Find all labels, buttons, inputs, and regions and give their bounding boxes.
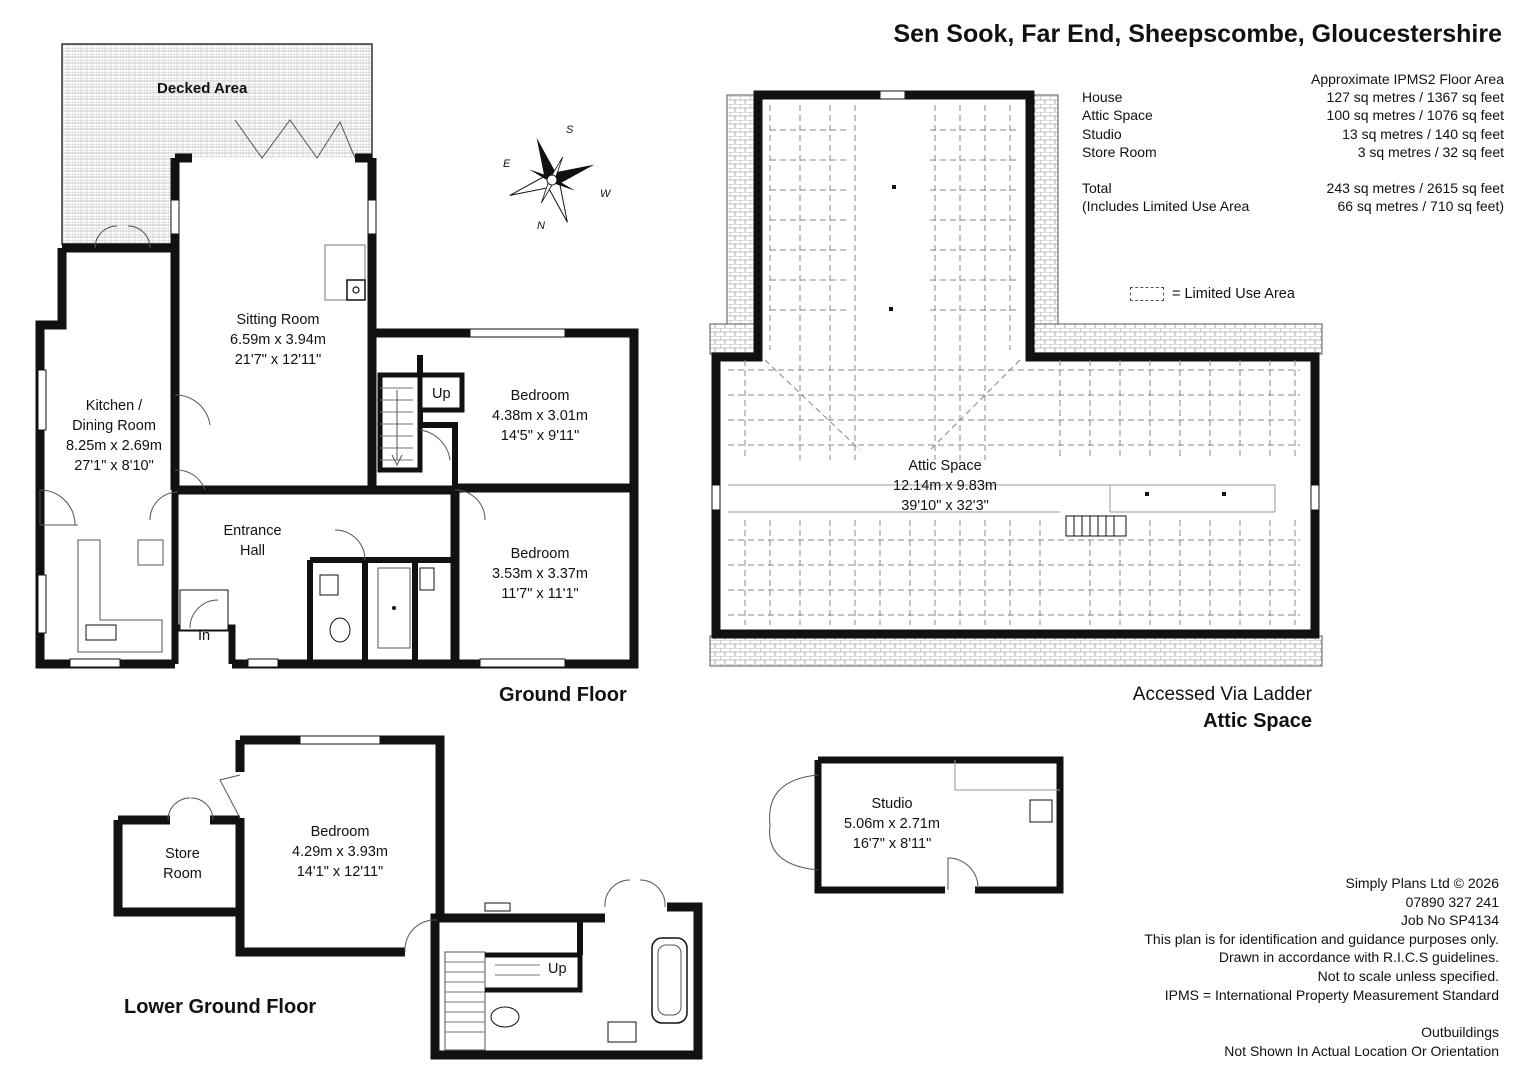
area-table-header: Approximate IPMS2 Floor Area bbox=[1311, 71, 1504, 87]
attic-floor-label: Attic Space bbox=[1203, 710, 1312, 732]
compass-e-label: E bbox=[503, 158, 511, 170]
ground-floor-label: Ground Floor bbox=[499, 684, 627, 706]
limited-use-legend: = Limited Use Area bbox=[1130, 286, 1295, 302]
compass-w-label: W bbox=[600, 188, 611, 200]
attic-space-label: Attic Space 12.14m x 9.83m 39'10" x 32'3… bbox=[893, 458, 997, 514]
property-title: Sen Sook, Far End, Sheepscombe, Gloucest… bbox=[893, 20, 1502, 48]
bedroom-1-label: Bedroom 4.38m x 3.01m 14'5" x 9'11" bbox=[492, 388, 588, 444]
lower-ground-plan bbox=[113, 735, 703, 1060]
lower-ground-floor-label: Lower Ground Floor bbox=[124, 996, 317, 1018]
studio-label: Studio 5.06m x 2.71m 16'7" x 8'11" bbox=[844, 796, 940, 852]
ground-in-label: In bbox=[198, 628, 211, 644]
compass-n-label: N bbox=[537, 220, 545, 232]
kitchen-label: Kitchen / Dining Room 8.25m x 2.69m 27'1… bbox=[66, 398, 162, 474]
attic-access-note: Accessed Via Ladder bbox=[1132, 684, 1312, 705]
plan-notes: Simply Plans Ltd © 2026 07890 327 241 Jo… bbox=[1144, 875, 1499, 1003]
store-room-label: Store Room bbox=[163, 846, 202, 882]
lower-up-label: Up bbox=[548, 961, 567, 977]
lower-bedroom-label: Bedroom 4.29m x 3.93m 14'1" x 12'11" bbox=[292, 824, 388, 880]
entrance-hall-label: Entrance Hall bbox=[223, 523, 282, 559]
bedroom-2-label: Bedroom 3.53m x 3.37m 11'7" x 11'1" bbox=[492, 546, 588, 602]
ground-floor-plan bbox=[35, 43, 639, 669]
attic-plan bbox=[709, 90, 1323, 667]
ground-up-label: Up bbox=[432, 386, 451, 402]
outbuildings-note: Outbuildings Not Shown In Actual Locatio… bbox=[1224, 1024, 1499, 1059]
sitting-room-label: Sitting Room 6.59m x 3.94m 21'7" x 12'11… bbox=[230, 312, 326, 368]
decked-area-label: Decked Area bbox=[157, 80, 248, 97]
compass-rose-icon bbox=[509, 137, 595, 223]
legend-label: = Limited Use Area bbox=[1172, 286, 1295, 302]
compass-s-label: S bbox=[566, 124, 574, 136]
studio-plan bbox=[769, 756, 1064, 894]
limited-use-swatch bbox=[1130, 287, 1164, 301]
